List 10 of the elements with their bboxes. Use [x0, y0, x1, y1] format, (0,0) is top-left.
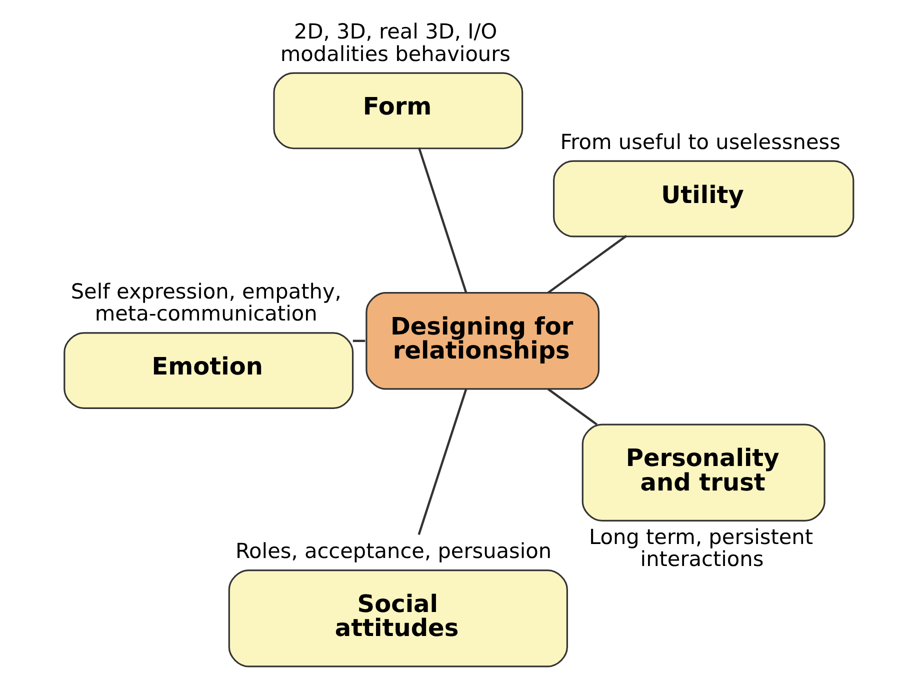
- node-label: From useful to uselessness: [560, 130, 840, 154]
- connector: [418, 147, 468, 293]
- connector: [547, 234, 628, 294]
- connector: [547, 388, 598, 426]
- node-label: Self expression, empathy, meta-communication: [70, 279, 342, 326]
- connector: [352, 340, 366, 342]
- node-label: Roles, acceptance, persuasion: [236, 539, 552, 564]
- connector: [418, 388, 468, 535]
- node-label: 2D, 3D, real 3D, I/O modalities behaviours: [280, 19, 511, 66]
- node-label: Long term, persistent interactions: [589, 524, 814, 572]
